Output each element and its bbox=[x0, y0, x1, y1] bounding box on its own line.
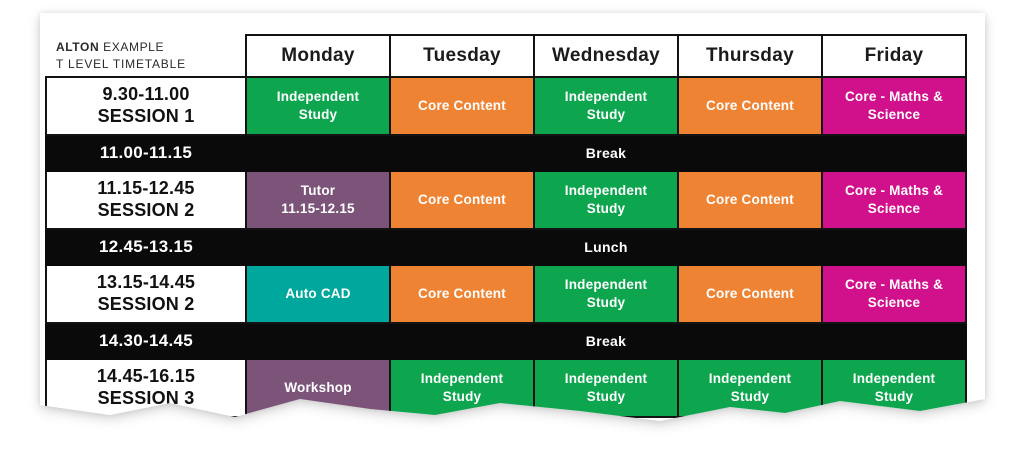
timetable-slot: Tutor 11.15-12.15 bbox=[245, 170, 391, 230]
timetable-slot: Auto CAD bbox=[245, 264, 391, 324]
day-header-thursday: Thursday bbox=[677, 34, 823, 78]
timetable-slot: Core Content bbox=[389, 76, 535, 136]
break-time: 11.00-11.15 bbox=[45, 134, 247, 172]
break-label: Break bbox=[245, 322, 967, 360]
timetable-slot: Independent Study bbox=[533, 76, 679, 136]
day-header-tuesday: Tuesday bbox=[389, 34, 535, 78]
timetable-slot: Independent Study bbox=[533, 170, 679, 230]
timetable-slot: Independent Study bbox=[821, 358, 967, 418]
timetable-title-block: ALTON EXAMPLE T LEVEL TIMETABLE bbox=[46, 35, 246, 77]
timetable-slot: Core Content bbox=[389, 170, 535, 230]
timetable-slot: Core Content bbox=[677, 76, 823, 136]
timetable-slot: Core Content bbox=[677, 264, 823, 324]
timetable-slot: Core Content bbox=[677, 170, 823, 230]
session-time: 11.15-12.45 bbox=[97, 178, 195, 199]
timetable-slot: Core - Maths & Science bbox=[821, 76, 967, 136]
day-header-friday: Friday bbox=[821, 34, 967, 78]
session-time: 13.15-14.45 bbox=[96, 272, 196, 293]
session-time: 14.45-16.15 bbox=[96, 366, 196, 387]
session-label: SESSION 1 bbox=[97, 106, 195, 126]
timetable-title: ALTON EXAMPLE bbox=[46, 39, 245, 55]
day-header-monday: Monday bbox=[245, 34, 391, 78]
brand-name: ALTON bbox=[56, 40, 100, 55]
break-label: Break bbox=[245, 134, 967, 172]
break-time: 14.30-14.45 bbox=[45, 322, 247, 360]
timetable-slot: Independent Study bbox=[389, 358, 535, 418]
session-label: SESSION 3 bbox=[97, 388, 195, 408]
session-label: SESSION 2 bbox=[97, 200, 195, 220]
session-label: SESSION 2 bbox=[97, 294, 195, 314]
timetable-slot: Independent Study bbox=[533, 264, 679, 324]
timetable-slot: Core Content bbox=[389, 264, 535, 324]
brand-suffix: EXAMPLE bbox=[103, 40, 165, 55]
timetable-subtitle: T LEVEL TIMETABLE bbox=[56, 56, 186, 71]
day-header-wednesday: Wednesday bbox=[533, 34, 679, 78]
timetable-slot: Core - Maths & Science bbox=[821, 170, 967, 230]
timetable-slot: Independent Study bbox=[245, 76, 391, 136]
timetable-slot: Independent Study bbox=[677, 358, 823, 418]
timetable-slot: Independent Study bbox=[533, 358, 679, 418]
break-time: 12.45-13.15 bbox=[45, 228, 247, 266]
timetable-slot: Core - Maths & Science bbox=[821, 264, 967, 324]
break-label: Lunch bbox=[245, 228, 967, 266]
timetable-slot: Workshop bbox=[245, 358, 391, 418]
session-time: 9.30-11.00 bbox=[102, 84, 190, 105]
